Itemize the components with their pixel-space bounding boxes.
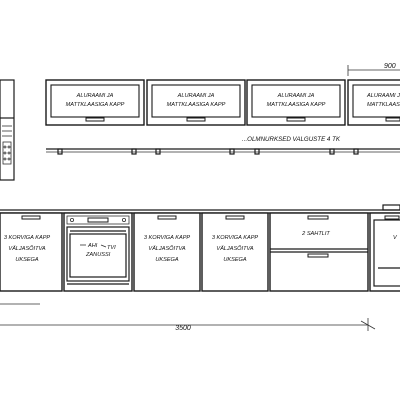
wall-cabinet-4-label-a: ALURAAMI JA <box>366 93 400 99</box>
top-dimension-label: 900 <box>384 63 396 70</box>
wall-cabinet-1: ALURAAMI JA MATTKLAASIGA KAPP <box>45 79 145 126</box>
tall-unit-left <box>0 79 15 181</box>
base-cabinet-1: 3 KORVIGA KAPP VÄLJASÕITVA UKSEGA <box>0 212 63 292</box>
base-cabinet-3: 3 KORVIGA KAPP VÄLJASÕITVA UKSEGA <box>201 212 269 292</box>
lights-note: ...OLMNURKSED VALGUSTE 4 TK <box>242 136 341 143</box>
drawer-unit: 2 SAHTLIT <box>269 212 369 292</box>
wall-cabinet-3-label-a: ALURAAMI JA <box>277 93 315 99</box>
base-cabinet-right: V <box>369 212 400 292</box>
base-cabinet-2-line1: 3 KORVIGA KAPP <box>144 235 191 241</box>
base-cabinet-1-line1: 3 KORVIGA KAPP <box>4 235 51 241</box>
base-cabinet-1-line3: UKSEGA <box>15 257 39 263</box>
wall-cabinet-2-label-a: ALURAAMI JA <box>177 93 215 99</box>
right-unit-label: V <box>393 235 398 241</box>
wall-cabinet-2-label-b: MATTKLAASIGA KAPP <box>167 102 226 108</box>
base-cabinet-2-line2: VÄLJASÕITVA <box>148 245 186 252</box>
base-cabinet-3-line3: UKSEGA <box>223 257 247 263</box>
wall-cabinet-1-label-a: ALURAAMI JA <box>76 93 114 99</box>
wall-cabinet-1-label-b: MATTKLAASIGA KAPP <box>66 102 125 108</box>
countertop <box>0 204 400 214</box>
oven-label-2: ZANUSSI <box>85 252 111 258</box>
wall-cabinet-3-label-b: MATTKLAASIGA KAPP <box>267 102 326 108</box>
base-cabinet-2: 3 KORVIGA KAPP VÄLJASÕITVA UKSEGA <box>133 212 201 292</box>
wall-cabinet-2: ALURAAMI JA MATTKLAASIGA KAPP <box>146 79 246 126</box>
oven-unit: AHI ZANUSSI TVI <box>63 212 133 292</box>
oven-label-tag: TVI <box>107 245 116 251</box>
base-cabinet-2-line3: UKSEGA <box>155 257 179 263</box>
wall-cabinet-4-label-b: MATTKLAASIGA KAPP <box>367 102 400 108</box>
total-width-label: 3500 <box>175 325 191 332</box>
base-cabinet-1-line2: VÄLJASÕITVA <box>8 245 46 252</box>
bottom-dimension: 3500 <box>0 303 376 332</box>
oven-label-1: AHI <box>87 243 98 249</box>
drawer-unit-label: 2 SAHTLIT <box>301 231 330 237</box>
wall-cabinet-4: ALURAAMI JA MATTKLAASIGA KAPP <box>347 79 400 126</box>
light-rail: ...OLMNURKSED VALGUSTE 4 TK <box>46 136 400 155</box>
base-cabinet-3-line1: 3 KORVIGA KAPP <box>212 235 259 241</box>
base-cabinet-3-line2: VÄLJASÕITVA <box>216 245 254 252</box>
wall-cabinet-3: ALURAAMI JA MATTKLAASIGA KAPP <box>246 79 346 126</box>
top-dimension: 900 <box>347 63 400 76</box>
